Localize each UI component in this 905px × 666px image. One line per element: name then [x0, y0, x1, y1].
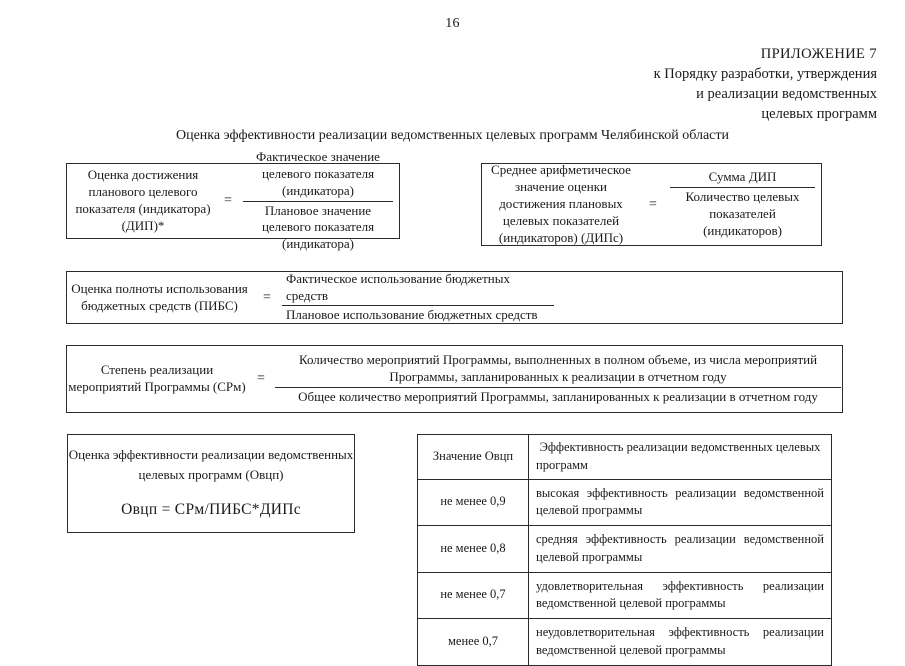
formula-dips-equals: = [649, 196, 657, 212]
formula-dip-numerator: Фактическое значение целевого показателя… [243, 149, 393, 202]
appendix-header: ПРИЛОЖЕНИЕ 7 к Порядку разработки, утвер… [447, 44, 877, 124]
formula-dip-equals: = [224, 193, 232, 208]
table-cell-value: не менее 0,7 [417, 571, 529, 619]
table-header-effectiveness: Эффективность реализации ведомственных ц… [528, 434, 832, 480]
table-cell-effectiveness: средняя эффективность реализации ведомст… [528, 525, 832, 573]
appendix-line-3: целевых программ [761, 106, 877, 122]
table-row: не менее 0,7 удовлетворительная эффектив… [417, 571, 832, 619]
formula-ovcp-description: Оценка эффективности реализации ведомств… [68, 447, 354, 483]
effectiveness-results-table: Значение Овцп Эффективность реализации в… [417, 434, 832, 666]
formula-dips-numerator: Сумма ДИП [670, 169, 815, 189]
formula-box-srm: Степень реализации мероприятий Программы… [66, 345, 843, 413]
table-cell-effectiveness: высокая эффективность реализации ведомст… [528, 478, 832, 526]
table-row: не менее 0,8 средняя эффективность реали… [417, 525, 832, 573]
formula-box-ovcp: Оценка эффективности реализации ведомств… [67, 434, 355, 533]
formula-dips-denominator: Количество целевых показателей (индикато… [685, 189, 800, 238]
formula-dip-fraction: Фактическое значение целевого показателя… [243, 149, 399, 253]
table-cell-effectiveness: неудовлетворительная эффективность реали… [528, 618, 832, 666]
formula-dip-label: Оценка достижения планового целевого пок… [75, 167, 211, 233]
formula-box-pibs: Оценка полноты использования бюджетных с… [66, 271, 843, 324]
table-header-row: Значение Овцп Эффективность реализации в… [417, 434, 832, 480]
formula-srm-label: Степень реализации мероприятий Программы… [68, 362, 246, 394]
formula-pibs-equals: = [263, 289, 271, 305]
formula-box-dips: Среднее арифметическое значение оценки д… [481, 162, 822, 246]
formula-dip-denominator: Плановое значение целевого показателя (и… [261, 202, 375, 252]
table-cell-value: менее 0,7 [417, 618, 529, 666]
document-page: 16 ПРИЛОЖЕНИЕ 7 к Порядку разработки, ут… [66, 16, 877, 666]
appendix-line-1: к Порядку разработки, утверждения [653, 66, 877, 82]
table-row: не менее 0,9 высокая эффективность реали… [417, 478, 832, 526]
formula-box-dip: Оценка достижения планового целевого пок… [66, 149, 400, 251]
table-header-value: Значение Овцп [417, 434, 529, 480]
document-title: Оценка эффективности реализации ведомств… [175, 128, 729, 143]
appendix-line-2: и реализации ведомственных [696, 86, 877, 102]
formula-dips-fraction: Сумма ДИП Количество целевых показателей… [670, 169, 821, 240]
formula-srm-denominator: Общее количество мероприятий Программы, … [298, 388, 818, 404]
formula-pibs-numerator: Фактическое использование бюджетных сред… [282, 271, 554, 307]
appendix-title: ПРИЛОЖЕНИЕ 7 [760, 46, 877, 62]
table-cell-value: не менее 0,8 [417, 525, 529, 573]
formula-ovcp-expression: Овцп = СРм/ПИБС*ДИПс [121, 500, 301, 518]
formula-pibs-fraction: Фактическое использование бюджетных сред… [282, 271, 554, 325]
formula-pibs-denominator: Плановое использование бюджетных средств [286, 307, 538, 323]
formula-pibs-label: Оценка полноты использования бюджетных с… [71, 280, 248, 313]
table-cell-value: не менее 0,9 [417, 478, 529, 526]
formula-srm-fraction: Количество мероприятий Программы, выполн… [275, 352, 841, 406]
formula-dips-label: Среднее арифметическое значение оценки д… [491, 162, 631, 245]
formula-srm-numerator: Количество мероприятий Программы, выполн… [275, 352, 841, 388]
table-cell-effectiveness: удовлетворительная эффективность реализа… [528, 571, 832, 619]
formula-srm-equals: = [257, 371, 265, 386]
table-row: менее 0,7 неудовлетворительная эффективн… [417, 618, 832, 666]
page-number: 16 [445, 16, 460, 31]
